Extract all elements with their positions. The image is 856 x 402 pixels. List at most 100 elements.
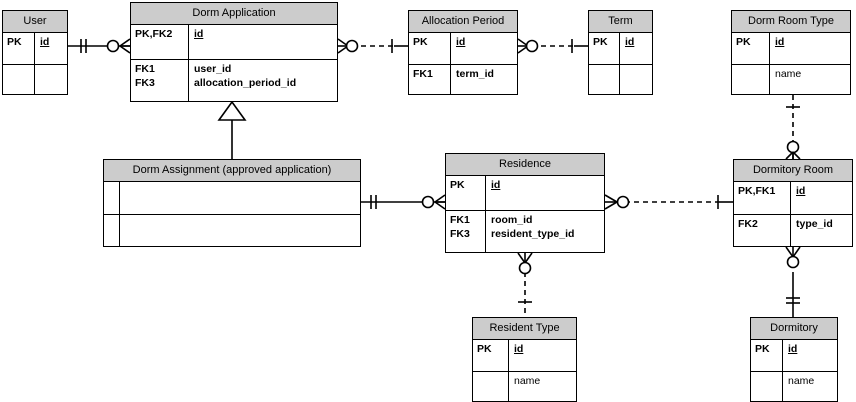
entity-section: PK id bbox=[3, 33, 67, 64]
key-label: PK bbox=[736, 36, 751, 48]
key-label: FK3 bbox=[135, 77, 155, 89]
attribute-column bbox=[35, 65, 67, 95]
attribute-type_id: type_id bbox=[796, 218, 833, 230]
relationship-dorm-assignment-inheritance bbox=[217, 100, 247, 159]
attribute-room_id: room_id bbox=[491, 214, 533, 226]
key-label: FK2 bbox=[738, 218, 758, 230]
attribute-id: id bbox=[788, 343, 798, 355]
attribute-column: id bbox=[189, 25, 337, 59]
key-label: PK bbox=[413, 36, 428, 48]
attribute-column: id bbox=[486, 176, 604, 210]
attribute-id: id bbox=[625, 36, 635, 48]
key-column bbox=[589, 65, 620, 95]
entity-title-allocation-period: Allocation Period bbox=[409, 11, 517, 33]
key-label: PK bbox=[450, 179, 465, 191]
key-column: PK bbox=[589, 33, 620, 64]
attribute-column: type_id bbox=[791, 215, 852, 246]
attribute-id: id bbox=[456, 36, 466, 48]
attribute-id: id bbox=[491, 179, 501, 191]
key-label: FK1 bbox=[450, 214, 470, 226]
attribute-resident_type_id: resident_type_id bbox=[491, 228, 575, 240]
attribute-term_id: term_id bbox=[456, 68, 494, 80]
relationship-user-to-dorm-application bbox=[68, 38, 131, 54]
relationship-dorm-room-type-to-dormitory-room bbox=[785, 95, 801, 160]
key-label: PK bbox=[755, 343, 770, 355]
key-label: PK,FK1 bbox=[738, 185, 776, 197]
entity-section: name bbox=[751, 371, 837, 402]
entity-section: FK1 term_id bbox=[409, 64, 517, 95]
entity-section: PK id bbox=[732, 33, 850, 64]
relationship-residence-to-dormitory-room bbox=[604, 194, 733, 210]
relationship-dorm-application-to-allocation-period bbox=[337, 38, 408, 54]
attribute-user_id: user_id bbox=[194, 63, 232, 75]
attribute-column bbox=[620, 65, 652, 95]
attribute-column: name bbox=[770, 65, 850, 95]
key-column: PK,FK1 bbox=[734, 182, 791, 214]
attribute-column bbox=[120, 182, 360, 214]
key-label: PK bbox=[477, 343, 492, 355]
entity-title-term: Term bbox=[589, 11, 652, 33]
key-column: PK bbox=[409, 33, 451, 64]
entity-title-dorm-application: Dorm Application bbox=[131, 3, 337, 25]
relationship-dorm-assignment-to-residence bbox=[361, 194, 446, 210]
key-column: FK1 bbox=[409, 65, 451, 95]
key-column bbox=[732, 65, 770, 95]
entity-section: name bbox=[473, 371, 576, 402]
entity-section: name bbox=[732, 64, 850, 95]
entity-title-dormitory-room: Dormitory Room bbox=[734, 160, 852, 182]
attribute-column: user_id allocation_period_id bbox=[189, 60, 337, 102]
attribute-name: name bbox=[775, 68, 802, 80]
entity-section: PK,FK2 id bbox=[131, 25, 337, 59]
key-column: PK bbox=[732, 33, 770, 64]
entity-section: PK id bbox=[409, 33, 517, 64]
key-label: FK3 bbox=[450, 228, 470, 240]
attribute-column bbox=[120, 215, 360, 246]
attribute-column: room_id resident_type_id bbox=[486, 211, 604, 253]
entity-title-dorm-assignment: Dorm Assignment (approved application) bbox=[104, 160, 360, 182]
attribute-column: id bbox=[783, 340, 837, 371]
key-label: PK,FK2 bbox=[135, 28, 173, 40]
entity-section: PK id bbox=[446, 176, 604, 210]
attribute-id: id bbox=[514, 343, 524, 355]
key-column bbox=[104, 182, 120, 214]
entity-section bbox=[589, 64, 652, 95]
attribute-column: id bbox=[35, 33, 67, 64]
key-label: FK1 bbox=[413, 68, 433, 80]
relationship-allocation-period-to-term bbox=[517, 38, 588, 54]
entity-title-dorm-room-type: Dorm Room Type bbox=[732, 11, 850, 33]
entity-title-resident-type: Resident Type bbox=[473, 318, 576, 340]
key-column: PK bbox=[751, 340, 783, 371]
key-label: FK1 bbox=[135, 63, 155, 75]
attribute-name: name bbox=[514, 375, 541, 387]
key-label: PK bbox=[593, 36, 608, 48]
attribute-allocation_period_id: allocation_period_id bbox=[194, 77, 297, 89]
key-column: FK2 bbox=[734, 215, 791, 246]
entity-section: PK id bbox=[751, 340, 837, 371]
entity-dorm-assignment[interactable]: Dorm Assignment (approved application) bbox=[103, 159, 361, 247]
key-label: PK bbox=[7, 36, 22, 48]
key-column: PK bbox=[446, 176, 486, 210]
key-column: PK,FK2 bbox=[131, 25, 189, 59]
entity-section: PK id bbox=[473, 340, 576, 371]
attribute-column: id bbox=[509, 340, 576, 371]
attribute-column: id bbox=[620, 33, 652, 64]
key-column: PK bbox=[473, 340, 509, 371]
key-column: PK bbox=[3, 33, 35, 64]
entity-title-user: User bbox=[3, 11, 67, 33]
attribute-column: name bbox=[783, 372, 837, 402]
entity-section bbox=[3, 64, 67, 95]
attribute-id: id bbox=[775, 36, 785, 48]
attribute-column: id bbox=[451, 33, 517, 64]
